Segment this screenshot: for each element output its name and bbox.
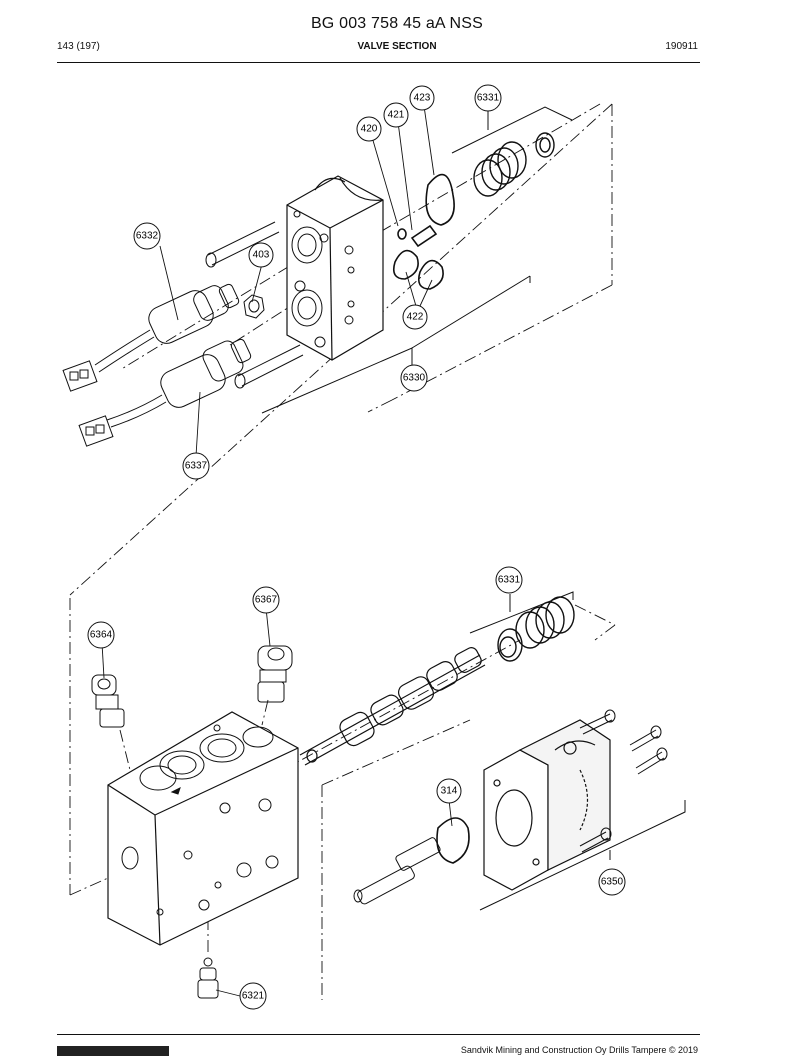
callout-421: 421 — [383, 102, 409, 128]
spring-lower — [497, 596, 575, 662]
solenoid-6337 — [78, 338, 252, 447]
svg-text:6321: 6321 — [242, 991, 265, 1002]
callout-6332: 6332 — [133, 222, 161, 250]
solenoid-6332 — [62, 283, 240, 392]
svg-text:423: 423 — [414, 93, 431, 104]
spool — [299, 647, 486, 766]
callout-423: 423 — [409, 85, 435, 111]
callouts: 423 421 420 6331 6332 403 422 6330 6337 … — [87, 84, 626, 1010]
page-number: 143 (197) — [57, 41, 100, 52]
svg-text:6337: 6337 — [185, 461, 208, 472]
svg-text:6331: 6331 — [498, 575, 521, 586]
svg-text:6367: 6367 — [255, 595, 278, 606]
svg-text:420: 420 — [361, 124, 378, 135]
callout-422: 422 — [402, 304, 428, 330]
callout-6331-upper: 6331 — [474, 84, 502, 112]
document-date: 190911 — [665, 41, 698, 52]
callout-6367: 6367 — [252, 586, 280, 614]
callout-314: 314 — [436, 778, 462, 804]
lower-block-ports — [121, 724, 279, 916]
callout-403: 403 — [248, 242, 274, 268]
svg-text:6364: 6364 — [90, 630, 113, 641]
svg-text:421: 421 — [388, 110, 405, 121]
callout-6330: 6330 — [400, 364, 428, 392]
nut-403 — [243, 294, 265, 319]
upper-valve-block — [286, 175, 384, 361]
svg-text:314: 314 — [441, 786, 458, 797]
svg-text:6330: 6330 — [403, 373, 426, 384]
callout-6364: 6364 — [87, 621, 115, 649]
callout-6337: 6337 — [182, 452, 210, 480]
callout-420: 420 — [356, 116, 382, 142]
servo-housing-6350 — [483, 719, 611, 891]
callout-6350: 6350 — [598, 868, 626, 896]
oring-parts-upper — [392, 173, 455, 290]
bracket-6331-lower — [469, 591, 574, 634]
svg-text:6332: 6332 — [136, 231, 159, 242]
cartridge-6321 — [197, 957, 219, 999]
cartridge-6364 — [91, 674, 125, 728]
sandvik-logo — [57, 1046, 169, 1056]
upper-block-ports — [291, 210, 355, 348]
lower-valve-block — [107, 711, 299, 946]
svg-text:6331: 6331 — [477, 93, 500, 104]
svg-text:422: 422 — [407, 312, 424, 323]
screws-lower — [579, 709, 668, 853]
footer-copyright: Sandvik Mining and Construction Oy Drill… — [460, 1045, 698, 1055]
bracket-6350 — [479, 800, 686, 911]
footer-rule — [57, 1034, 700, 1035]
header-rule — [57, 62, 700, 63]
svg-text:6350: 6350 — [601, 877, 624, 888]
spring-upper — [473, 132, 555, 197]
svg-text:403: 403 — [253, 250, 270, 261]
leader-lines — [101, 105, 453, 997]
section-title: VALVE SECTION — [357, 41, 437, 52]
callout-6331-lower: 6331 — [495, 566, 523, 594]
upper-screws — [205, 221, 304, 389]
bracket-6331-upper — [451, 106, 573, 154]
cartridge-6367 — [257, 645, 293, 703]
callout-6321: 6321 — [239, 982, 267, 1010]
document-title: BG 003 758 45 aA NSS — [310, 15, 484, 32]
piston-rod — [353, 817, 470, 905]
